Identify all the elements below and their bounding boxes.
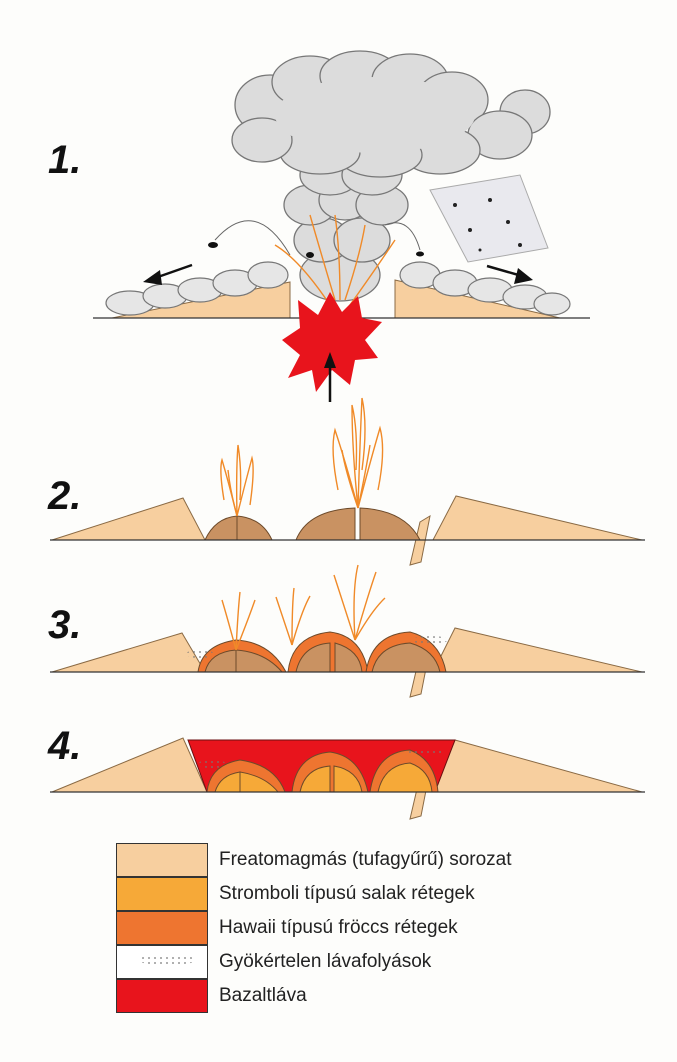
stage-1-surge-arrow-right: [486, 264, 533, 284]
legend-item-basalt: Bazaltláva: [116, 979, 636, 1013]
legend-label-basalt: Bazaltláva: [219, 985, 307, 1006]
stage-label-3: 3.: [48, 603, 82, 647]
legend-item-tuff: Freatomagmás (tufagyűrű) sorozat: [116, 843, 636, 877]
legend-swatch-tuff: [116, 843, 208, 877]
stage-2-fountain-1: [220, 444, 254, 517]
stage-3-tuff-right: [432, 627, 643, 673]
stage-2-cone-2: [236, 515, 273, 541]
stage-4-illustration: [50, 737, 645, 820]
stage-1-bomb-right: [416, 251, 424, 257]
stage-2-tuff-right: [432, 495, 643, 541]
stage-2-cone-4: [359, 507, 421, 541]
stage-label-1: 1.: [48, 138, 82, 182]
stage-1-ascent-arrow: [324, 352, 336, 402]
stage-1-magma-burst: [282, 292, 382, 392]
stage-label-4: 4.: [48, 724, 82, 768]
stage-3-illustration: [50, 564, 645, 698]
stage-2-fountain-2: [332, 397, 384, 509]
stage-1-bomb-center: [306, 252, 314, 258]
stage-1-ash-cloud: [231, 50, 551, 178]
legend-label-tuff: Freatomagmás (tufagyűrű) sorozat: [219, 849, 512, 870]
stage-1-bomb-left: [208, 242, 218, 248]
stage-1-fallout-particles: [453, 198, 522, 252]
stage-1-ballistic-right: [384, 222, 421, 251]
stage-1-fallout-curtain: [429, 174, 549, 263]
legend-swatch-basalt: [116, 979, 208, 1013]
legend-label-spatter: Hawaii típusú fröccs rétegek: [219, 917, 458, 938]
stage-1-base-surge: [105, 261, 571, 316]
stage-label-2: 2.: [48, 474, 82, 518]
stage-1-ballistic-left: [214, 220, 291, 256]
stage-1-lava-streaks: [274, 214, 396, 306]
rootless-pattern: [137, 955, 197, 965]
stage-4-buried-cones: [206, 749, 439, 793]
legend-label-rootless: Gyökértelen lávafolyások: [219, 951, 432, 972]
legend-item-scoria: Stromboli típusú salak rétegek: [116, 877, 636, 911]
legend-item-spatter: Hawaii típusú fröccs rétegek: [116, 911, 636, 945]
legend-swatch-scoria: [116, 877, 208, 911]
stage-3-fountains: [221, 564, 386, 651]
stage-2-illustration: [50, 397, 645, 566]
stage-2-cone-3: [295, 507, 356, 541]
stage-3-rootless-flows: [186, 636, 448, 658]
stage-2-cone-1: [204, 515, 238, 541]
stage-4-tuff-right: [432, 739, 643, 793]
legend-label-scoria: Stromboli típusú salak rétegek: [219, 883, 475, 904]
legend-swatch-rootless: [116, 945, 208, 979]
legend-swatch-spatter: [116, 911, 208, 945]
stage-4-rootless-flows: [198, 748, 445, 768]
legend-item-rootless: Gyökértelen lávafolyások: [116, 945, 636, 979]
stage-1-illustration: [93, 50, 590, 402]
stage-1-surge-arrow-left: [143, 263, 193, 285]
